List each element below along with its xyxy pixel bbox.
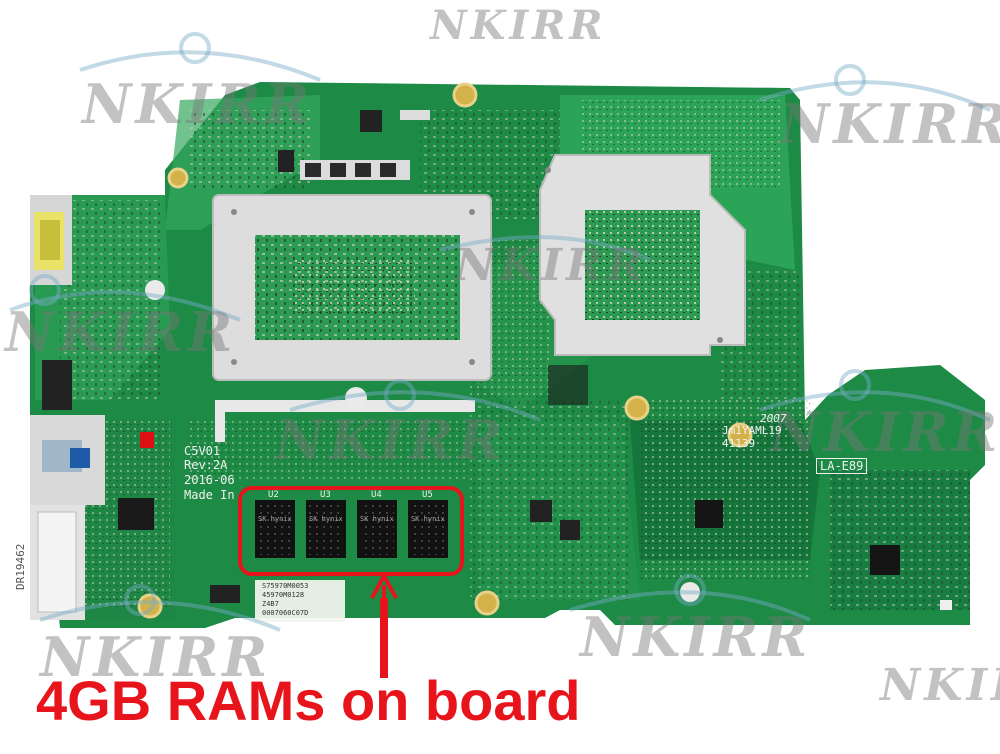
ram-chip-ref: U5 (422, 490, 433, 500)
board-label-line1: Jm1YAML19 (722, 424, 782, 437)
ram-chip-label: SK hynix (258, 515, 292, 523)
ram-chip-ref: U3 (320, 490, 331, 500)
ram-chip-label: SK hynix (309, 515, 343, 523)
sticker-line: S75970M0053 (262, 582, 309, 590)
sticker-line: Z4B7 (262, 600, 279, 608)
port-label: DR19462 (14, 543, 27, 590)
board-label-line2: 41139 (722, 437, 756, 450)
ram-chip-ref: U4 (371, 490, 382, 500)
made-in-label: Made In (184, 488, 235, 502)
sticker-line: 0007060C07D (262, 609, 309, 617)
ram-highlight-box (238, 486, 464, 576)
board-version-code: C5V01 (184, 444, 221, 458)
ram-caption: 4GB RAMs on board (36, 669, 581, 732)
ram-chip-label: SK hynix (360, 515, 394, 523)
ram-chip-group (255, 500, 448, 558)
board-revision: Rev:2A (184, 458, 228, 472)
board-model-label: LA-E89 (816, 458, 868, 474)
ram-chip-ref: U2 (268, 490, 279, 500)
ram-chip-label: SK hynix (411, 515, 445, 523)
sticker-line: 45970M0128 (262, 591, 305, 599)
date-code: 2007 (760, 412, 787, 425)
board-date: 2016-06 (184, 473, 235, 487)
